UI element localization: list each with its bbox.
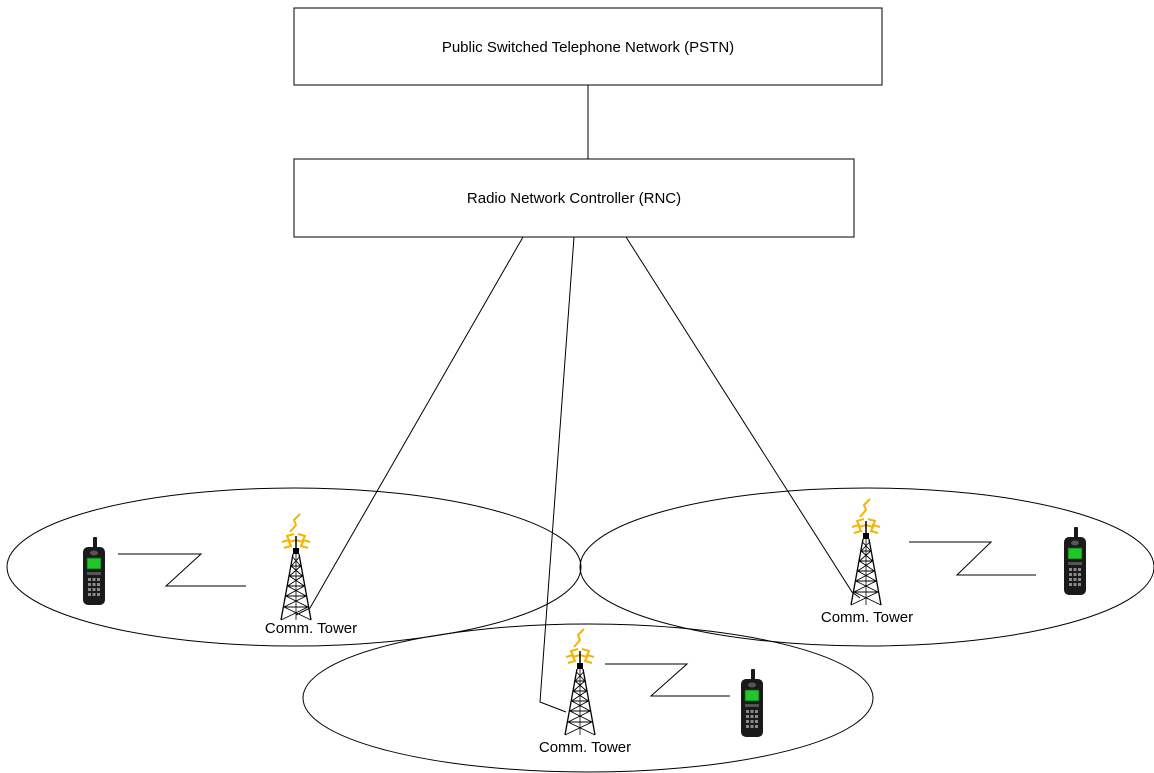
radio-link [605, 663, 730, 697]
comm-tower-icon [564, 628, 596, 736]
cell-right-coverage [579, 487, 1154, 647]
mobile-phone-icon [82, 536, 106, 606]
rnc-bottom-tower-link [539, 236, 575, 713]
mobile-phone-icon [1063, 526, 1087, 596]
tower-label: Comm. Tower [265, 620, 357, 637]
cell-left-coverage [6, 487, 582, 647]
radio-link [118, 553, 246, 587]
tower-label: Comm. Tower [821, 609, 913, 626]
rnc-node: Radio Network Controller (RNC) [293, 158, 855, 238]
rnc-label: Radio Network Controller (RNC) [467, 190, 681, 207]
cell-right: Comm. Tower [821, 498, 1087, 626]
cell-bottom-coverage [302, 623, 874, 773]
pstn-label: Public Switched Telephone Network (PSTN) [442, 39, 734, 56]
radio-link [909, 541, 1036, 576]
rnc-right-tower-link [625, 236, 861, 599]
mobile-phone-icon [740, 668, 764, 738]
pstn-node: Public Switched Telephone Network (PSTN) [293, 7, 883, 86]
cell-left: Comm. Tower [82, 513, 357, 637]
cell-bottom: Comm. Tower [539, 628, 764, 756]
rnc-left-tower-link [295, 236, 524, 616]
comm-tower-icon [280, 513, 312, 621]
tower-label: Comm. Tower [539, 739, 631, 756]
comm-tower-icon [850, 498, 882, 606]
